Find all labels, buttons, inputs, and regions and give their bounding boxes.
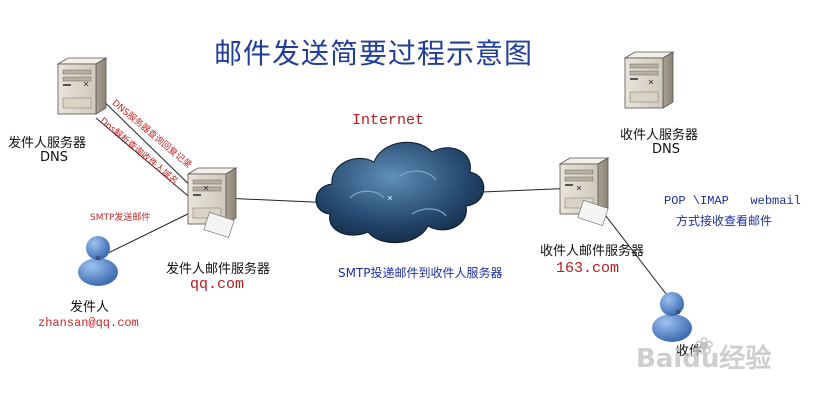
diagram-title: 邮件发送简要过程示意图	[214, 37, 534, 70]
sender-user-label: 发件人	[70, 300, 110, 315]
internet-cloud-icon	[315, 141, 485, 244]
sender-mail-server-domain: qq.com	[190, 276, 245, 293]
receiver-mail-server-label: 收件人邮件服务器	[540, 244, 645, 259]
edge-pop-imap-sublabel: 方式接收查看邮件	[676, 214, 773, 228]
sender-dns-server-icon	[57, 57, 107, 115]
receiver-mail-server-domain: 163.com	[556, 260, 620, 277]
watermark: Baidu经验	[636, 344, 772, 374]
sender-mail-server-label: 发件人邮件服务器	[166, 262, 271, 277]
sender-dns-label: 发件人服务器	[8, 136, 87, 151]
receiver-mail-server-icon	[559, 157, 609, 226]
baidu-paw-icon: ❀	[694, 332, 715, 360]
edge-smtp-send-label: SMTP发送邮件	[90, 213, 151, 223]
edge-smtp-deliver-label: SMTP投递邮件到收件人服务器	[338, 266, 503, 280]
edge-pop-imap-label: POP \IMAP webmail	[664, 194, 801, 208]
sender-user-email: zhansan@qq.com	[38, 316, 139, 330]
edge-dnsresolve-line	[95, 117, 201, 207]
sender-dns-sublabel: DNS	[40, 150, 68, 165]
sender-user-icon	[78, 236, 118, 286]
edge-smtp-send-line	[97, 207, 201, 259]
node-markers	[83, 79, 681, 315]
receiver-user-label: 收件	[676, 344, 703, 359]
sender-mail-server-icon	[187, 167, 237, 238]
receiver-dns-sublabel: DNS	[652, 142, 680, 157]
receiver-dns-label: 收件人服务器	[620, 128, 699, 143]
internet-label: Internet	[352, 112, 425, 129]
receiver-user-icon	[652, 292, 692, 342]
